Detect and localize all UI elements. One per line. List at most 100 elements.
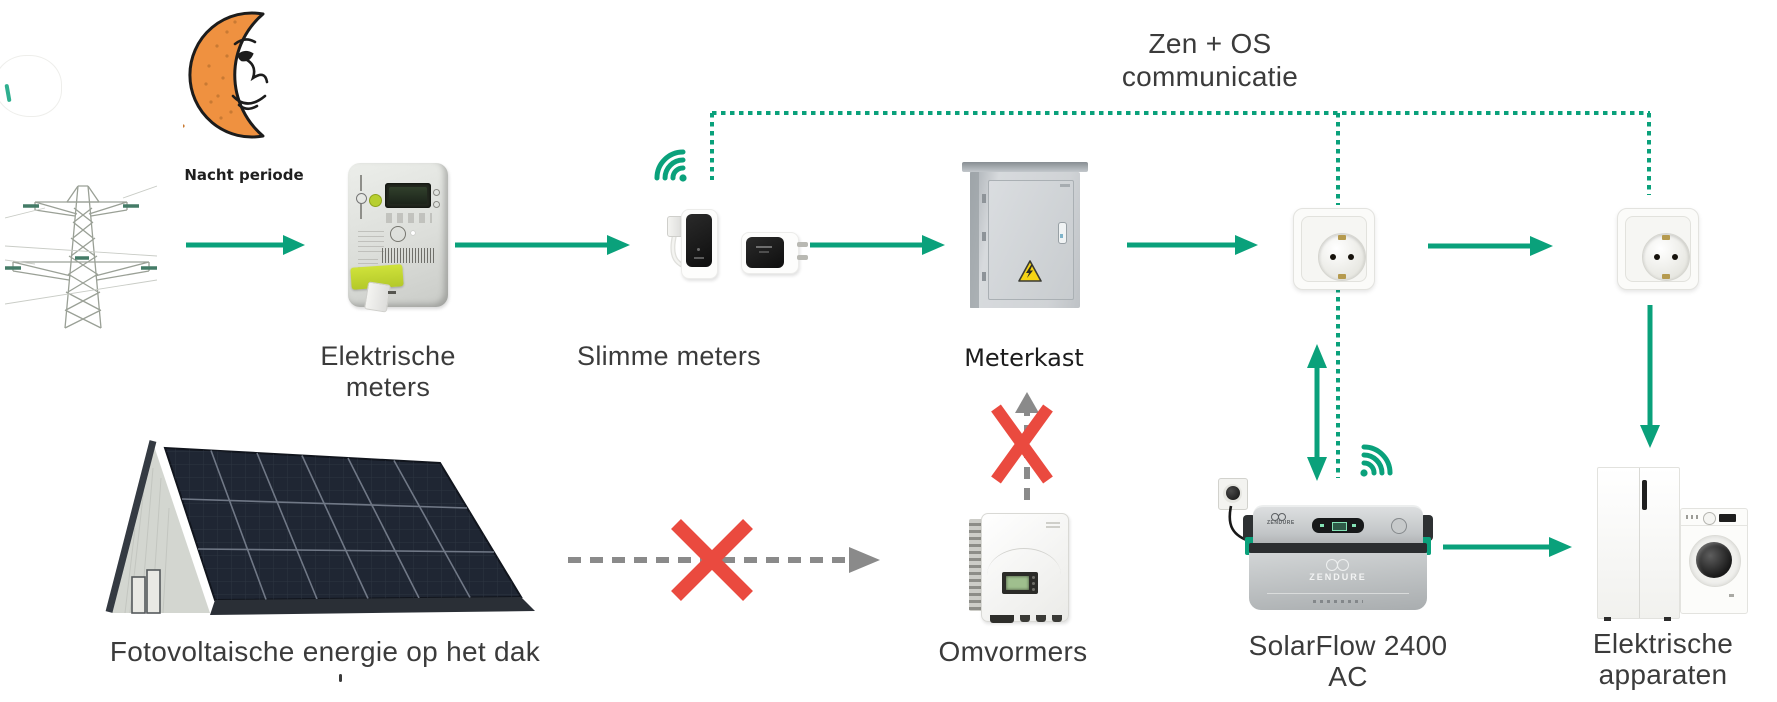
- zen-os-line2: communicatie: [1121, 61, 1299, 92]
- fridge-image: [1597, 467, 1680, 621]
- inverters-label: Omvormers: [938, 636, 1088, 667]
- cross-out-icon: [991, 404, 1053, 484]
- sf-vent-dots: [1313, 600, 1363, 603]
- outlet-hole: [1672, 254, 1678, 260]
- power-pylon-image: [5, 185, 157, 329]
- cabinet-side-shade: [970, 172, 979, 308]
- meter-text-block: [358, 231, 384, 253]
- arrow-solarflow-to-appliances: [1443, 537, 1572, 557]
- cabinet-hinge: [982, 272, 986, 281]
- stray-text-mark: [339, 674, 342, 682]
- solarflow-device: ZENDURE ZENDURE: [1243, 505, 1433, 612]
- meter-dial: [390, 226, 406, 242]
- sf-display-digit: [1332, 522, 1347, 531]
- zendure-logo: ZENDURE: [1309, 572, 1367, 582]
- sf-band: [1249, 543, 1427, 553]
- mini-plug: [1226, 486, 1240, 500]
- meter-dial-dot: [411, 231, 415, 235]
- inverter-display-frame: [1002, 572, 1038, 594]
- smartmeter-plug-logo: [759, 251, 769, 253]
- outlet-hole: [1348, 254, 1354, 260]
- washer-buttons: [1686, 515, 1700, 519]
- appliances-line2: apparaten: [1598, 659, 1728, 690]
- cabinet-handle-dot: [1060, 234, 1063, 238]
- cabinet-hinge: [982, 232, 986, 241]
- outlet-ground-clip: [1338, 274, 1346, 279]
- sf-side-handle: [1243, 515, 1256, 541]
- inverter-button: [1032, 582, 1035, 585]
- inverter-connector: [990, 615, 1014, 623]
- washing-machine-image: [1680, 508, 1748, 614]
- arrow-smartmeter-to-meterkast: [810, 235, 945, 255]
- sf-top-unit: ZENDURE: [1253, 505, 1423, 545]
- arrow-grid-to-meter: [186, 235, 305, 255]
- arrow-meter-to-smartmeter: [455, 235, 630, 255]
- inverter-vent: [1046, 522, 1060, 530]
- inverter-display-lcd: [1006, 576, 1029, 590]
- fridge-foot: [1604, 617, 1611, 621]
- meter-buttons-row: [386, 213, 432, 223]
- fridge-handle: [1642, 480, 1647, 510]
- washer-knob: [1703, 512, 1716, 525]
- sf-button: [1391, 518, 1407, 534]
- smartmeter-logo-mark: [694, 257, 704, 259]
- meter-barcode: [382, 248, 436, 263]
- zendure-logo-small: ZENDURE: [1267, 520, 1295, 526]
- smartmeter-plug-logo: [756, 246, 772, 248]
- meterkast-image: [962, 160, 1088, 310]
- meter-display-inner: [389, 187, 427, 204]
- inverter-connector: [1052, 615, 1062, 622]
- meterkast-label: Meterkast: [964, 344, 1084, 372]
- zen-os-communication-label: Zen + OS communicatie: [1105, 27, 1315, 93]
- inverter-button: [1032, 588, 1035, 591]
- comm-dotted-lines: [710, 111, 1651, 478]
- washer-mark: [1729, 594, 1734, 597]
- outlet-hole: [1654, 254, 1660, 260]
- fridge-foot: [1664, 617, 1671, 621]
- washer-panel: [1681, 509, 1747, 526]
- smartmeter-p1-face: [686, 214, 712, 267]
- meter-tick: [360, 175, 362, 191]
- arrow-outlet2-to-appliances: [1640, 305, 1660, 448]
- meter-green-button: [369, 194, 382, 207]
- plug-pin: [797, 242, 808, 247]
- wall-outlet-2: [1617, 208, 1699, 290]
- cabinet-label-mark: [1060, 184, 1070, 187]
- smartmeter-p1-reader: [681, 209, 718, 279]
- moon-icon: [183, 11, 269, 139]
- meter-tick: [360, 203, 362, 219]
- solarflow-label: SolarFlow 2400 AC: [1248, 630, 1448, 692]
- outlet-ground-clip: [1338, 235, 1346, 240]
- smartmeter-plug-unit: [741, 232, 799, 274]
- mini-outlet: [1218, 478, 1248, 510]
- meter-mark: [388, 291, 396, 294]
- outlet-ground-clip: [1662, 274, 1670, 279]
- sf-seam-line: [1267, 593, 1409, 594]
- meter-display: [385, 183, 431, 208]
- arrow-meterkast-to-outlet1: [1127, 235, 1258, 255]
- outlet-plate: [1625, 216, 1691, 282]
- inverter-body: [981, 513, 1069, 623]
- electric-meter-image: [348, 163, 448, 313]
- cross-out-icon: [671, 519, 753, 601]
- solar-roof-image: [105, 440, 535, 615]
- cabinet-lid: [962, 162, 1088, 172]
- fridge-door-split: [1639, 468, 1640, 618]
- zendure-logo-rings: [1337, 559, 1349, 571]
- electric-meters-label: Elektrische meters: [320, 341, 456, 402]
- sf-display-digit: [1352, 524, 1356, 527]
- wall-outlet-1: [1293, 208, 1375, 290]
- sf-side-handle: [1420, 515, 1433, 541]
- arrow-outlet1-solarflow-bidirectional: [1307, 344, 1327, 481]
- solarflow-image: ZENDURE ZENDURE: [1210, 470, 1440, 620]
- outlet-ground-clip: [1662, 235, 1670, 240]
- sf-display: [1312, 518, 1364, 533]
- faint-cloud-outline: [0, 55, 62, 117]
- outlet-socket: [1642, 233, 1690, 281]
- wifi-icon: [1360, 444, 1393, 477]
- inverter-button: [1032, 576, 1035, 579]
- arrow-outlet1-to-outlet2: [1428, 236, 1553, 256]
- wifi-icon: [654, 149, 687, 182]
